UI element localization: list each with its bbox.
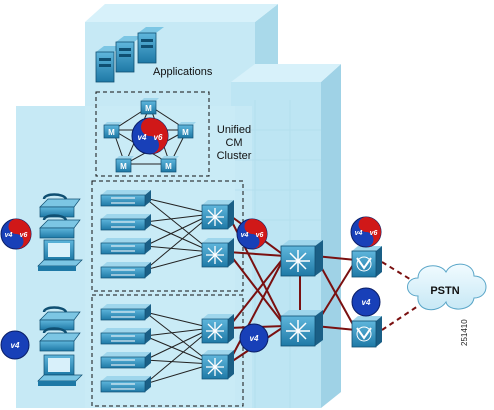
- v6-badge-text: v6: [256, 232, 264, 239]
- cluster-label-line: CM: [225, 137, 243, 149]
- cm-server-label: M: [182, 128, 189, 137]
- access-switch-icon: [100, 304, 151, 321]
- cm-server-label: M: [108, 128, 115, 137]
- v4-badge-text: v4: [250, 334, 259, 343]
- v4-badge-text: v4: [11, 341, 20, 350]
- dual-stack-badge: v4 v6: [236, 218, 268, 250]
- ip-phone-icon: [39, 193, 81, 218]
- access-switch-group: [100, 190, 151, 393]
- building-tower-top: [85, 4, 278, 22]
- distribution-switch-icon: [201, 314, 234, 344]
- badge-group: v4 v6 v4 v4 v6 v4 v4 v6 v4: [0, 216, 382, 360]
- endpoint-group: [37, 193, 83, 386]
- pstn-links: [381, 261, 419, 331]
- dual-stack-badge: v4 v6: [350, 216, 382, 248]
- ipv4-badge: v4: [351, 287, 381, 317]
- access-switch-icon: [100, 352, 151, 369]
- figure-id: 251410: [460, 319, 469, 346]
- ipv4-badge: v4: [239, 323, 269, 353]
- building-right-top: [231, 64, 341, 82]
- cluster-label-line: Unified: [216, 124, 252, 136]
- core-switch: [280, 240, 323, 277]
- v4-badge-text: v4: [5, 232, 13, 239]
- cm-server-icon: M: [140, 98, 159, 115]
- v6-badge-text: v6: [20, 232, 28, 239]
- ip-phone-icon: [39, 214, 81, 239]
- pstn-cloud: [407, 263, 487, 311]
- cm-server-label: M: [145, 104, 152, 113]
- server-icon: [137, 27, 164, 64]
- pstn-label: PSTN: [430, 285, 460, 297]
- dual-stack-badge: v4 v6: [131, 117, 169, 155]
- cluster-label-line: Cluster: [216, 150, 252, 162]
- v6-badge-text: v6: [154, 133, 163, 142]
- v4-badge-text: v4: [362, 298, 371, 307]
- v4-badge-text: v4: [241, 232, 249, 239]
- cm-server-group: M M M M M: [103, 98, 196, 173]
- access-uplinks: [144, 197, 213, 385]
- cm-server-icon: M: [177, 122, 196, 139]
- dual-stack-badge: v4 v6: [0, 218, 32, 250]
- server-icon: [115, 36, 142, 73]
- cm-server-icon: M: [115, 156, 134, 173]
- distribution-switch-icon: [201, 238, 234, 268]
- ip-phone-icon: [39, 306, 81, 331]
- voice-gateway-icon: [351, 316, 382, 348]
- cluster-boundary: [95, 91, 210, 177]
- voice-gateway-icon: [351, 246, 382, 278]
- access-switch-icon: [100, 376, 151, 393]
- ipv4-badge: v4: [0, 330, 30, 360]
- workstation-icon: [37, 239, 83, 271]
- access-switch-icon: [100, 328, 151, 345]
- cm-server-label: M: [120, 162, 127, 171]
- distribution-switch-icon: [201, 350, 234, 380]
- access-switch-icon: [100, 262, 151, 279]
- ip-phone-icon: [39, 327, 81, 352]
- v6-badge-text: v6: [370, 230, 378, 237]
- access-block-bottom-boundary: [91, 294, 244, 407]
- v4-badge-text: v4: [355, 230, 363, 237]
- distribution-switch-icon: [201, 200, 234, 230]
- core-switch: [280, 310, 323, 347]
- access-switch-icon: [100, 238, 151, 255]
- cm-server-label: M: [165, 162, 172, 171]
- building-right-side: [321, 64, 341, 408]
- cm-server-icon: M: [103, 122, 122, 139]
- access-switch-icon: [100, 214, 151, 231]
- cm-server-icon: M: [160, 156, 179, 173]
- cluster-label: Unified CM Cluster: [212, 124, 256, 163]
- server-icon: [95, 46, 122, 83]
- access-switch-icon: [100, 190, 151, 207]
- workstation-icon: [37, 354, 83, 386]
- applications-label: Applications: [153, 66, 213, 78]
- application-servers: [95, 27, 164, 83]
- distribution-switch-group: [201, 200, 234, 380]
- v4-badge-text: v4: [138, 133, 147, 142]
